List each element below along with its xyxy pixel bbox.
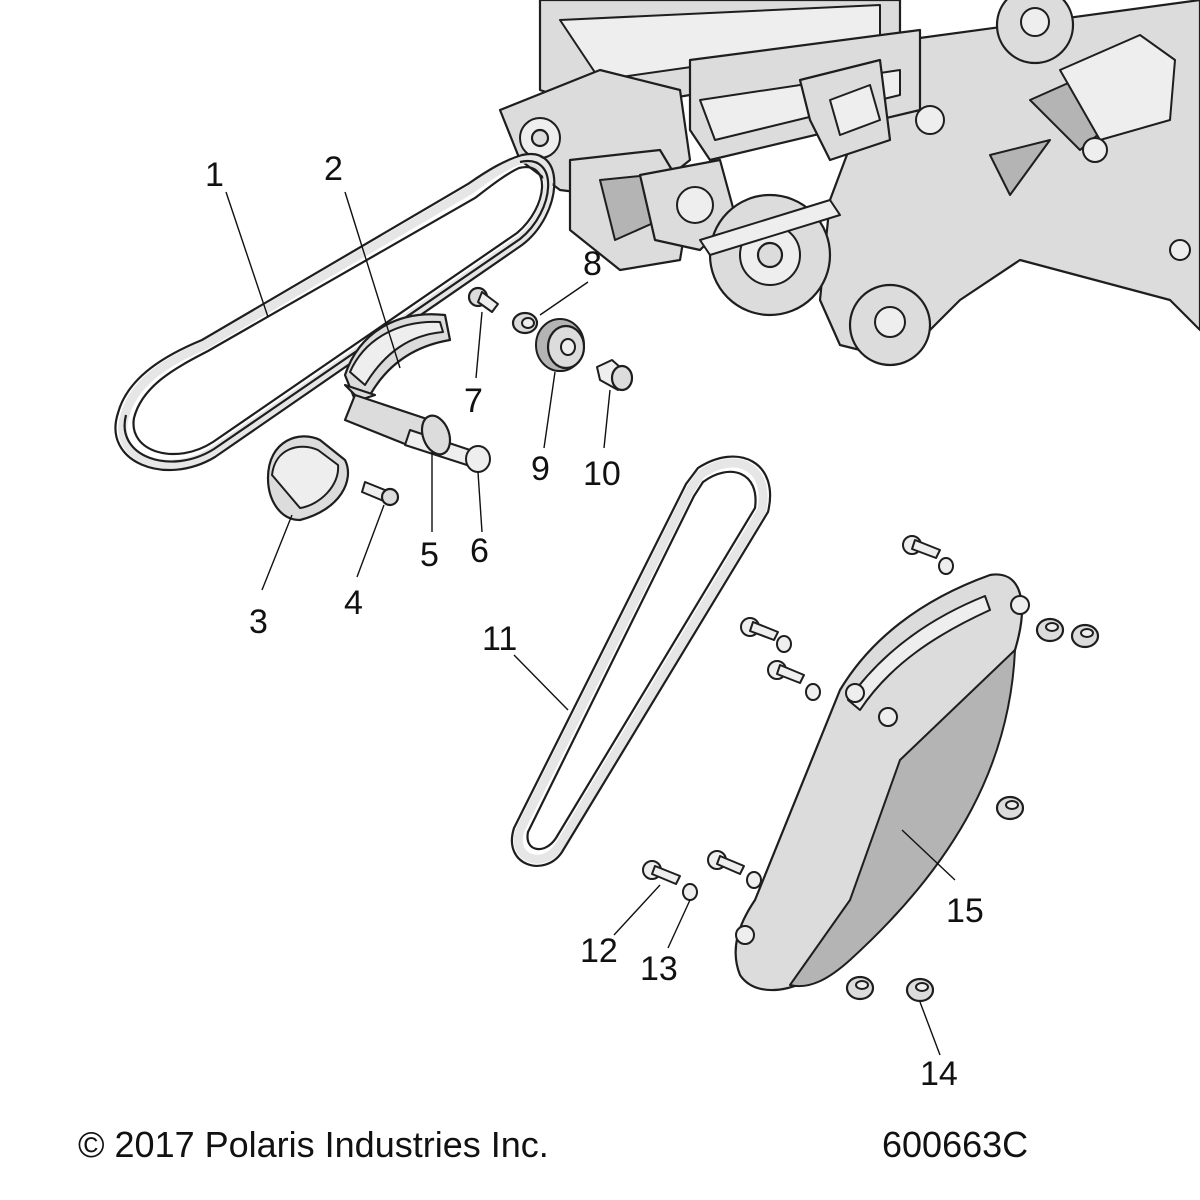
callout-12: 12: [580, 932, 618, 970]
callout-7: 7: [464, 382, 483, 420]
leader-10: [603, 389, 611, 449]
callout-10: 10: [583, 455, 621, 493]
leader-1: [225, 191, 269, 318]
figure-number: 600663C: [882, 1124, 1029, 1165]
callout-15: 15: [946, 892, 984, 930]
part-2-tensioner-arm: [343, 313, 452, 402]
callout-3: 3: [249, 603, 268, 641]
frame-assembly: [498, 0, 1200, 367]
callout-13: 13: [640, 950, 678, 988]
leader-9: [543, 371, 556, 449]
callout-4: 4: [344, 584, 363, 622]
part-10-bushing: [596, 359, 634, 392]
callout-14: 14: [920, 1055, 958, 1093]
leader-2: [344, 191, 401, 369]
part-5-axle: [343, 393, 471, 467]
leader-12: [613, 884, 661, 936]
callout-6: 6: [470, 532, 489, 570]
part-15-cover: [734, 573, 1030, 992]
callout-labels: 1 2 3 4 5 6 7 8 9 10 11 12 13 14 15: [205, 150, 984, 1093]
callout-2: 2: [324, 150, 343, 188]
leader-13: [667, 899, 691, 949]
leader-8: [539, 281, 589, 316]
part-9-idler-wheel: [535, 318, 586, 372]
copyright-notice: © 2017 Polaris Industries Inc.: [78, 1124, 549, 1165]
leader-7: [475, 311, 483, 379]
part-1-belt: [114, 152, 556, 472]
part-12-bolts: [642, 535, 941, 885]
leader-lines: [225, 191, 956, 1056]
leader-6: [477, 471, 483, 533]
leader-15: [901, 829, 956, 881]
callout-11: 11: [482, 620, 517, 658]
callout-5: 5: [420, 536, 439, 574]
callout-8: 8: [583, 245, 602, 283]
leader-3: [261, 514, 293, 591]
part-3-pad: [266, 435, 350, 522]
part-4-bolt: [361, 481, 400, 507]
part-14-nuts: [845, 617, 1100, 1003]
leader-14: [919, 1001, 941, 1056]
callout-1: 1: [205, 156, 224, 194]
part-13-washers: [682, 557, 954, 901]
leader-4: [356, 504, 385, 578]
leader-11: [513, 654, 569, 711]
callout-9: 9: [531, 450, 550, 488]
part-11-belt: [510, 455, 772, 867]
part-7-bolt: [467, 286, 499, 313]
part-8-spacer: [511, 311, 539, 335]
part-6-bolt: [465, 445, 491, 473]
